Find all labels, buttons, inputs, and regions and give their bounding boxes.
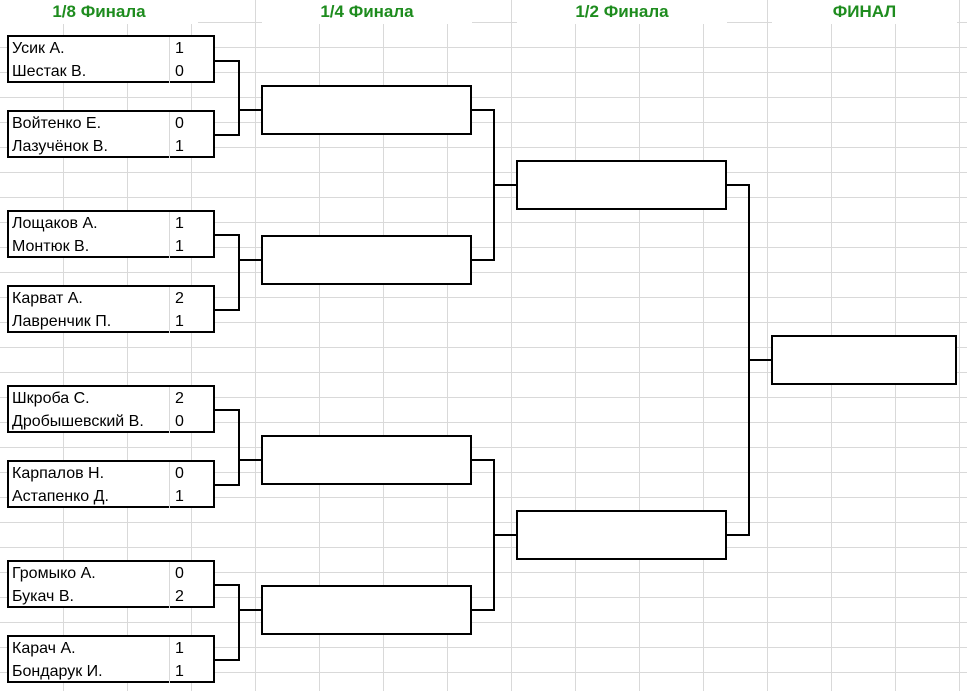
player-score: 1 [175,215,184,232]
slot-sf-1[interactable] [516,160,727,210]
player-score: 1 [175,138,184,155]
connector-line [238,60,240,136]
match-r16-5[interactable]: Шкроба С. 2 Дробышевский В. 0 [7,385,215,433]
match-r16-6[interactable]: Карпалов Н. 0 Астапенко Д. 1 [7,460,215,508]
player-name: Шкроба С. [12,390,90,407]
slot-sf-2[interactable] [516,510,727,560]
player-name: Карват А. [12,290,83,307]
match-r16-8[interactable]: Карач А. 1 Бондарук И. 1 [7,635,215,683]
connector-line [493,184,516,186]
player-name: Войтенко Е. [12,115,102,132]
player-name: Шестак В. [12,63,87,80]
player-score: 1 [175,663,184,680]
player-name: Лазучёнок В. [12,138,108,155]
match-row[interactable]: Астапенко Д. 1 [9,485,213,508]
match-r16-3[interactable]: Лощаков А. 1 Монтюк В. 1 [7,210,215,258]
round-header-sf: 1/2 Финала [517,0,727,24]
round-header-r16: 1/8 Финала [0,0,198,24]
match-r16-4[interactable]: Карват А. 2 Лавренчик П. 1 [7,285,215,333]
connector-line [215,134,239,136]
connector-line [215,234,239,236]
match-row[interactable]: Монтюк В. 1 [9,235,213,258]
connector-line [493,534,516,536]
match-row[interactable]: Шестак В. 0 [9,60,213,83]
connector-line [215,409,239,411]
match-row[interactable]: Войтенко Е. 0 [9,112,213,135]
player-score: 1 [175,40,184,57]
match-row[interactable]: Лощаков А. 1 [9,212,213,235]
player-name: Карач А. [12,640,76,657]
connector-line [727,534,749,536]
match-row[interactable]: Шкроба С. 2 [9,387,213,410]
player-score: 2 [175,290,184,307]
connector-line [472,109,494,111]
match-r16-7[interactable]: Громыко А. 0 Букач В. 2 [7,560,215,608]
player-score: 2 [175,390,184,407]
player-name: Бондарук И. [12,663,103,680]
slot-qf-3[interactable] [261,435,472,485]
player-score: 1 [175,313,184,330]
player-score: 0 [175,115,184,132]
match-row[interactable]: Бондарук И. 1 [9,660,213,683]
connector-line [238,109,261,111]
connector-line [238,459,261,461]
player-score: 0 [175,565,184,582]
player-name: Усик А. [12,40,65,57]
connector-line [238,584,240,661]
slot-qf-4[interactable] [261,585,472,635]
match-row[interactable]: Букач В. 2 [9,585,213,608]
connector-line [215,60,239,62]
match-row[interactable]: Дробышевский В. 0 [9,410,213,433]
match-row[interactable]: Усик А. 1 [9,37,213,60]
match-row[interactable]: Карпалов Н. 0 [9,462,213,485]
connector-line [215,659,239,661]
player-name: Лавренчик П. [12,313,112,330]
player-score: 0 [175,465,184,482]
player-score: 0 [175,413,184,430]
match-row[interactable]: Лазучёнок В. 1 [9,135,213,158]
player-name: Лощаков А. [12,215,98,232]
match-r16-2[interactable]: Войтенко Е. 0 Лазучёнок В. 1 [7,110,215,158]
connector-line [727,184,749,186]
connector-line [238,234,240,311]
connector-line [748,359,771,361]
connector-line [238,259,261,261]
player-name: Букач В. [12,588,74,605]
match-row[interactable]: Карват А. 2 [9,287,213,310]
player-score: 1 [175,640,184,657]
connector-line [472,259,494,261]
player-name: Монтюк В. [12,238,90,255]
round-header-qf: 1/4 Финала [262,0,472,24]
connector-line [238,409,240,486]
match-row[interactable]: Карач А. 1 [9,637,213,660]
player-score: 2 [175,588,184,605]
slot-final[interactable] [771,335,957,385]
player-name: Громыко А. [12,565,96,582]
match-r16-1[interactable]: Усик А. 1 Шестак В. 0 [7,35,215,83]
player-score: 0 [175,63,184,80]
match-row[interactable]: Лавренчик П. 1 [9,310,213,333]
connector-line [215,584,239,586]
slot-qf-2[interactable] [261,235,472,285]
match-row[interactable]: Громыко А. 0 [9,562,213,585]
connector-line [472,459,494,461]
round-header-final: ФИНАЛ [772,0,957,24]
connector-line [238,609,261,611]
player-name: Астапенко Д. [12,488,109,505]
player-score: 1 [175,238,184,255]
player-name: Дробышевский В. [12,413,144,430]
connector-line [215,484,239,486]
slot-qf-1[interactable] [261,85,472,135]
player-name: Карпалов Н. [12,465,105,482]
player-score: 1 [175,488,184,505]
connector-line [472,609,494,611]
connector-line [215,309,239,311]
